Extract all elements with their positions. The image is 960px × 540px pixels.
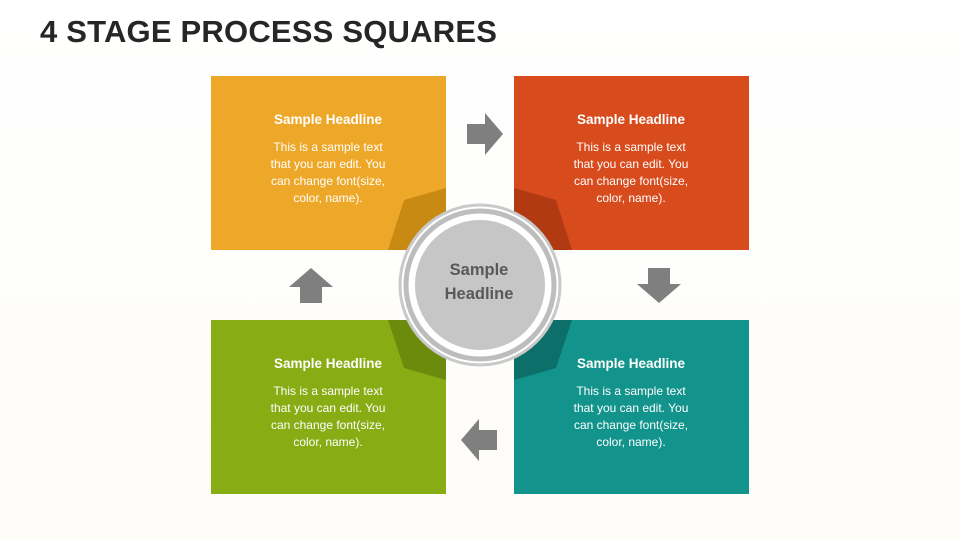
stage-1-body: This is a sample text that you can edit.… [270, 140, 386, 205]
stage-2-body: This is a sample text that you can edit.… [573, 140, 689, 205]
stage-2-box: Sample Headline This is a sample text th… [514, 76, 749, 250]
arrow-up-icon [289, 268, 333, 303]
arrow-left-icon [461, 419, 497, 461]
arrow-right-icon [467, 113, 503, 155]
center-circle [413, 218, 547, 352]
stage-1-headline: Sample Headline [273, 112, 383, 127]
page-title: 4 STAGE PROCESS SQUARES [40, 14, 498, 49]
arrow-down-icon [637, 268, 681, 303]
stage-4-body: This is a sample text that you can edit.… [573, 384, 689, 449]
stage-3-box: Sample Headline This is a sample text th… [211, 320, 446, 494]
center-headline: Sample Headline [444, 261, 514, 303]
stage-1-box: Sample Headline This is a sample text th… [211, 76, 446, 250]
stage-2-headline: Sample Headline [576, 112, 686, 127]
stage-3-headline: Sample Headline [273, 356, 383, 371]
stage-3-body: This is a sample text that you can edit.… [270, 384, 386, 449]
stage-4-headline: Sample Headline [576, 356, 686, 371]
